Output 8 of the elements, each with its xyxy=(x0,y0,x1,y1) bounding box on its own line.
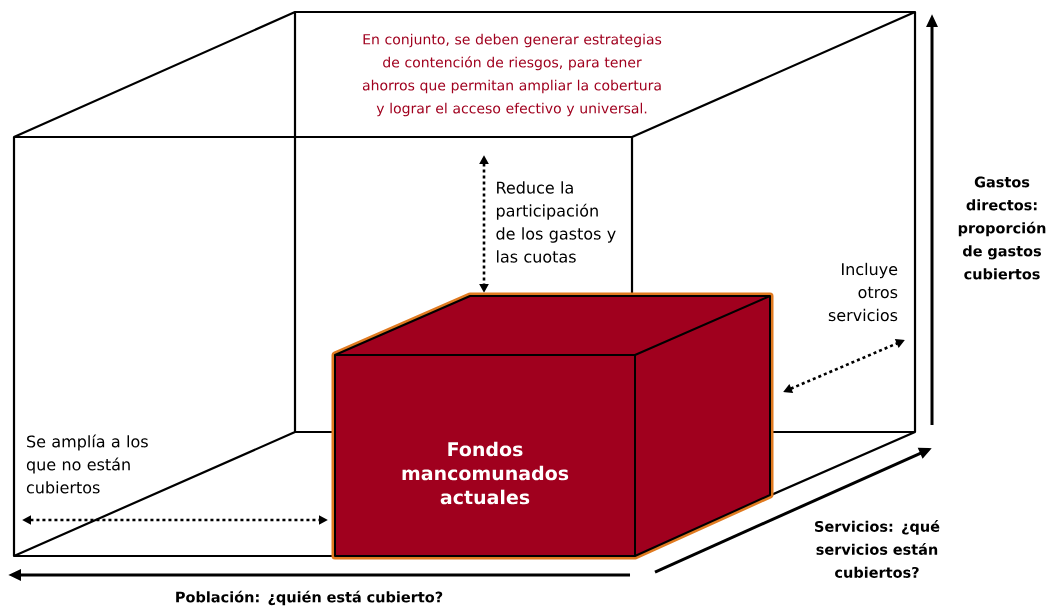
arrow-label: Reduce la participación de los gastos y las cuotas xyxy=(496,181,616,263)
axis-label: Gastos directos: proporción de gastos cubiertos xyxy=(958,176,1046,280)
note-text: En conjunto, se deben generar estrategias de contención de riesgos, para tener ahorros que permitan ampliar la cobertura y lograr el acceso efectivo y universal. xyxy=(362,33,662,117)
cube: Fondos mancomunados actuales xyxy=(331,292,774,560)
axis-label: Población: ¿quién está cubierto? xyxy=(176,590,443,606)
axis-label: Servicios: ¿qué servicios están cubiertos? xyxy=(815,520,940,578)
arrow-label: Se amplía a los que no están cubiertos xyxy=(26,434,148,494)
arrow-label: Incluye otros servicios xyxy=(828,262,898,322)
